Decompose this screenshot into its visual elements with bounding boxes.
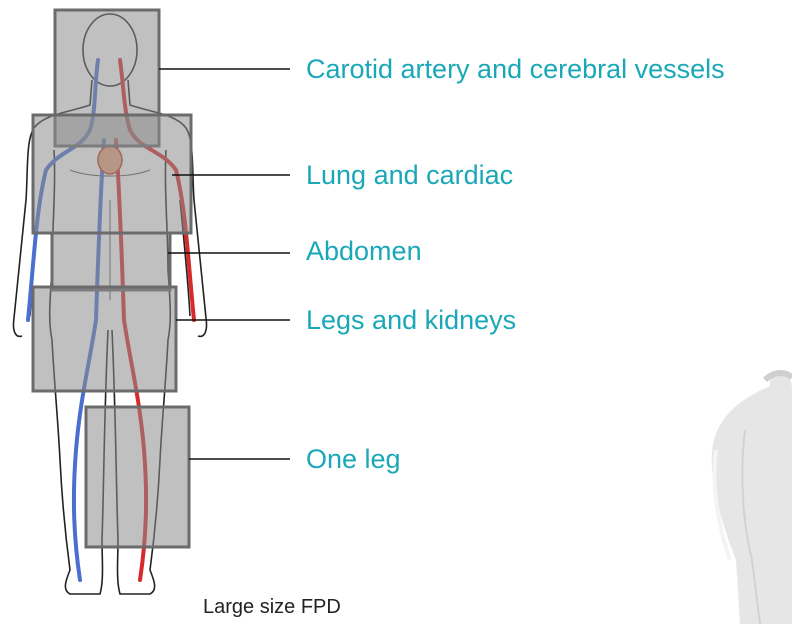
fpd-device-image (712, 373, 792, 624)
coverage-panel-one-leg (86, 407, 189, 547)
caption-large-size-fpd: Large size FPD (203, 595, 341, 619)
label-legs-kidneys: Legs and kidneys (306, 304, 516, 336)
label-one-leg: One leg (306, 443, 401, 475)
coverage-panel-lung-cardiac (33, 115, 191, 233)
coverage-panel-legs-kidneys (33, 287, 176, 391)
coverage-panel-abdomen (52, 233, 170, 290)
label-carotid: Carotid artery and cerebral vessels (306, 53, 725, 85)
label-lung-cardiac: Lung and cardiac (306, 159, 513, 191)
label-abdomen: Abdomen (306, 235, 422, 267)
